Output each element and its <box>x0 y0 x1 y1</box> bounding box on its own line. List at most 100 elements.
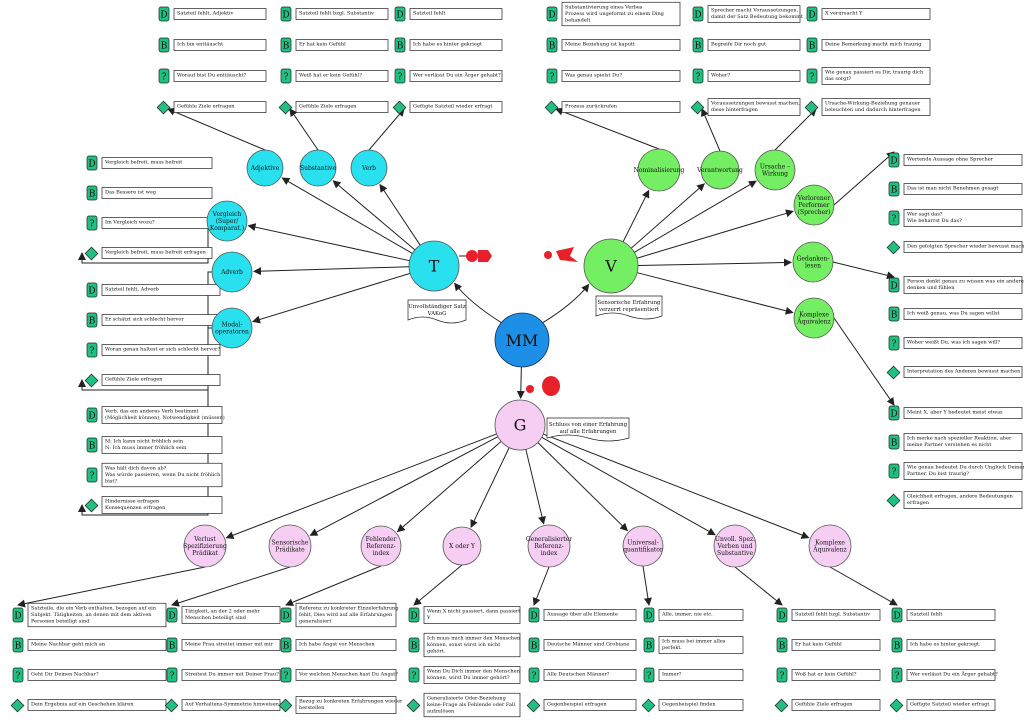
marker-icon <box>643 607 655 623</box>
branch-row: ?Woher weißt Du, was ich sagen will? <box>888 335 1023 351</box>
svg-text:D: D <box>893 612 900 622</box>
row-text: Vergleich befreit, muss befreit erfragen <box>104 250 207 256</box>
node-label: Referenz- <box>366 543 395 550</box>
branch-node[interactable]: Nominalisierung <box>634 148 685 192</box>
svg-text:D: D <box>890 157 897 167</box>
hub-node-V[interactable]: V <box>583 238 639 294</box>
check-diamond-icon <box>278 100 293 115</box>
row-text: Deutsche Männer sind Grobiane <box>547 642 629 648</box>
row-text: Aussage über alle Elemente <box>546 612 618 618</box>
branch-row: Bezug zu konkreten Erfahrungen wiederher… <box>278 696 403 714</box>
row-text: Begreife Dir noch gut <box>711 42 766 48</box>
branch-node[interactable]: Vergleich(Super/Komparat.) <box>206 200 248 242</box>
marker-icon <box>888 277 900 293</box>
row-text: Vor welchen Menschen hast Du Angst? <box>298 672 398 678</box>
row-text: Immer? <box>662 672 682 678</box>
branch-row: ?Was genau spielst Du? <box>546 68 681 84</box>
marker-icon <box>888 210 900 226</box>
row-text: Woran genau haltest er sich schlecht her… <box>105 347 220 353</box>
branch-edge <box>541 436 716 536</box>
branch-edge <box>470 447 510 528</box>
svg-text:?: ? <box>532 672 537 682</box>
node-label: Ursache – <box>760 164 790 171</box>
branch-node[interactable]: Adjektive <box>246 149 284 187</box>
node-label: lesen <box>805 263 821 270</box>
branch-row: Auf Verhaltens-Symmetrie hinweisen <box>164 698 281 713</box>
marker-icon <box>280 37 292 53</box>
branch-row: ?Wer verlässt Du ein Ärger gehabt? <box>891 667 998 683</box>
row-text: Personen beteiligt sind <box>31 618 90 624</box>
branch-node[interactable]: Substantive <box>299 149 336 187</box>
svg-text:B: B <box>411 642 418 652</box>
branch-node[interactable]: Verantwortung <box>696 150 743 190</box>
row-text: Deine Bemerkung macht mich traurig <box>825 42 922 48</box>
svg-text:VAKoG: VAKoG <box>427 311 447 317</box>
row-text: Subjekt. Tätigkeiten, an denen mit dem a… <box>31 612 152 618</box>
central-node[interactable] <box>494 312 550 368</box>
hub-connector <box>542 283 590 324</box>
node-label: Äquivalenz <box>812 547 846 554</box>
branch-row: Vergleich befreit, muss befreit erfragen <box>84 246 213 261</box>
svg-text:Unvollständiger Satz: Unvollständiger Satz <box>408 304 466 310</box>
hub-node-G[interactable]: G <box>494 399 546 451</box>
box-connector <box>167 108 266 151</box>
row-text: fehlt, Dies wird auf alle Erfahrungen <box>299 612 393 618</box>
svg-text:?: ? <box>412 672 417 682</box>
hub-node-T[interactable]: T <box>408 240 460 292</box>
row-text: X verursacht Y <box>825 11 863 17</box>
node-label: (Sprecher) <box>798 209 831 216</box>
svg-text:?: ? <box>780 672 785 682</box>
branch-row: ?Immer? <box>643 667 744 683</box>
branch-row: Den gefolgten Sprecher wieder bewusst ma… <box>886 240 1024 255</box>
node-label: Adverb <box>220 269 243 276</box>
marker-icon <box>692 37 704 53</box>
branch-node[interactable]: Ursache –Wirkung <box>754 149 796 191</box>
row-text: aufzulösen <box>427 708 455 714</box>
row-text: Was würde passieren, wenn Du nicht fröhl… <box>105 472 221 478</box>
check-diamond-icon <box>641 698 656 713</box>
branch-node[interactable]: X oder Y <box>442 526 482 566</box>
marker-icon <box>86 282 98 298</box>
branch-edge <box>622 189 650 243</box>
marker-icon <box>394 6 406 22</box>
branch-node[interactable]: Adverb <box>211 251 253 293</box>
svg-text:D: D <box>548 11 555 21</box>
branch-row: Dein Ergebnis auf ein Geschehen klären <box>10 698 167 713</box>
marker-icon <box>692 68 704 84</box>
marker-icon <box>528 667 540 683</box>
row-text: Meine Frau streitet immer mit mir <box>185 642 273 648</box>
branch-node[interactable]: Gedanken-lesen <box>792 241 834 283</box>
check-diamond-icon <box>10 698 25 713</box>
row-text: Gefügte Satzteil wieder erfragt <box>413 104 492 110</box>
marker-icon <box>806 68 818 84</box>
row-text: Alle, immer, nie etc. <box>661 612 713 618</box>
node-label: Komparat.) <box>210 225 244 232</box>
node-label: Generalisierter <box>526 536 572 543</box>
node-label: Prädikate <box>275 547 305 554</box>
branch-node[interactable]: Verb <box>350 149 388 187</box>
row-text: Referenz zu konkreter Einzelerfahrung <box>299 605 399 611</box>
row-text: Wie genau bedeutet Du durch Unglück Dein… <box>907 465 1024 471</box>
svg-text:B: B <box>397 42 404 52</box>
red-oval-icon <box>542 376 560 396</box>
branch-edge <box>281 177 413 254</box>
row-text: behandelt <box>565 17 590 23</box>
branch-node[interactable]: Modal-operatoren <box>211 307 253 349</box>
box-connector <box>774 108 817 151</box>
branch-node[interactable]: Universal-quantifikator <box>622 525 664 567</box>
branch-row: Gefühle Ziele erfragen <box>156 100 267 115</box>
svg-text:B: B <box>89 442 96 452</box>
